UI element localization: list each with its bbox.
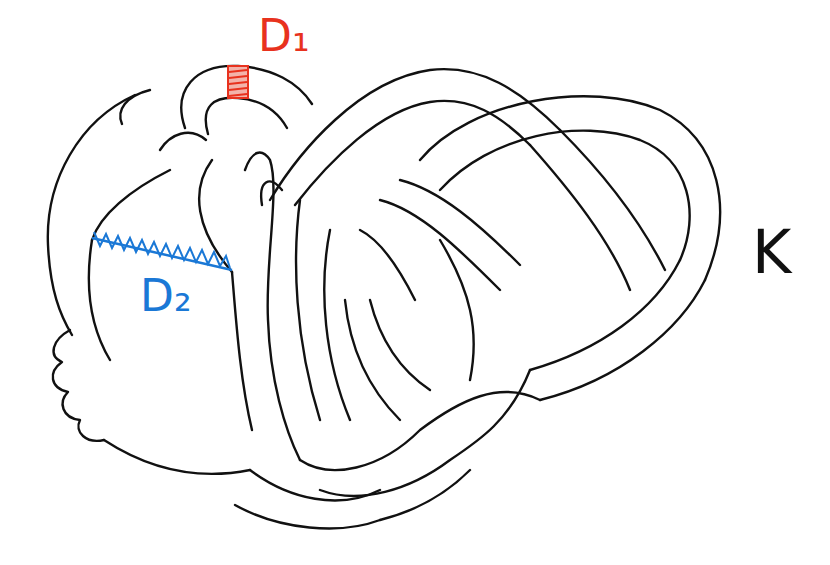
band-edge: [270, 69, 560, 200]
band-edge: [295, 101, 530, 205]
band-edge: [104, 440, 250, 474]
band-edge: [440, 240, 474, 380]
d1-hatch: [229, 70, 247, 96]
band-edge: [296, 200, 320, 420]
band-edge: [245, 153, 300, 460]
band-edge: [420, 96, 720, 280]
band-edge: [360, 230, 415, 300]
band-edge: [380, 470, 470, 520]
band-edge: [181, 66, 312, 128]
band-edge: [89, 240, 110, 360]
band-edge: [48, 95, 135, 335]
band-edge: [320, 370, 530, 496]
band-edge: [232, 272, 252, 430]
band-strokes: [48, 66, 720, 529]
band-edge: [440, 131, 690, 260]
band-edge: [53, 330, 104, 441]
band-edge: [400, 180, 520, 265]
d1-patch: [228, 66, 248, 98]
band-edge: [300, 392, 540, 470]
band-edge: [160, 133, 206, 150]
band-edge: [530, 260, 680, 370]
band-edge: [92, 170, 170, 240]
band-edge: [345, 300, 400, 420]
band-edge: [380, 200, 500, 290]
band-edge: [530, 145, 630, 290]
d1-disk: [228, 66, 248, 98]
band-edge: [235, 505, 380, 528]
d2-disk: [92, 232, 232, 270]
band-edge: [206, 98, 287, 134]
band-edge: [250, 470, 380, 500]
d2-hatch: [94, 232, 230, 268]
band-edge: [324, 230, 350, 420]
disk-label: D₁: [258, 14, 310, 58]
disk-label: D₂: [140, 274, 192, 318]
knot-label: K: [752, 222, 791, 282]
band-edge: [370, 300, 430, 390]
band-edge: [540, 280, 705, 400]
